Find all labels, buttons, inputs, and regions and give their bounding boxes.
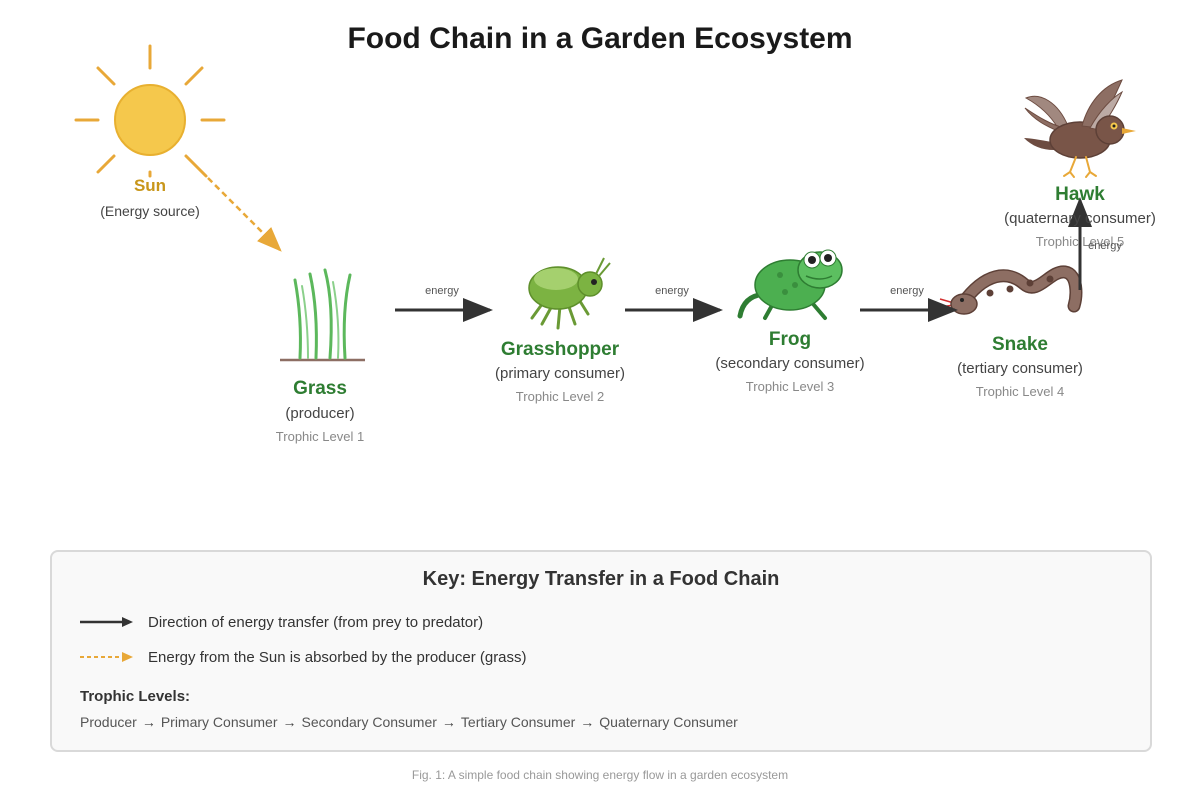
sun-icon [74,44,226,178]
energy-label-1: energy [425,285,459,297]
trophic-separator: → [282,714,297,730]
energy-label-3: energy [890,285,924,297]
key-title: Key: Energy Transfer in a Food Chain [422,568,780,590]
hawk-role: (quaternary consumer) [1004,210,1156,227]
trophic-separator: → [580,714,595,730]
frog-level: Trophic Level 3 [745,379,835,394]
grass-role: (producer) [285,405,355,422]
sun-label: Sun [133,176,167,195]
key-solid-row: Direction of energy transfer (from prey … [80,612,483,632]
grasshopper-icon [528,257,611,330]
hawk-name: Hawk [1055,184,1105,205]
trophic-separator: → [441,714,456,730]
diagram-canvas [74,44,1136,362]
grasshopper-level: Trophic Level 2 [515,389,605,404]
grasshopper-role: (primary consumer) [494,365,626,382]
trophic-level-item: Primary Consumer [160,714,278,730]
hawk-level: Trophic Level 5 [1035,234,1125,249]
trophic-level-item: Quaternary Consumer [599,714,738,730]
trophic-level-item: Tertiary Consumer [460,714,576,730]
frog-name: Frog [768,329,812,350]
sun-energy-arrow [207,177,282,252]
key-solid-text: Direction of energy transfer (from prey … [148,613,484,631]
key-panel: Key: Energy Transfer in a Food Chain Dir… [50,550,1152,752]
key-dashed-row: Energy from the Sun is absorbed by the p… [80,647,527,667]
grass-level: Trophic Level 1 [275,429,365,444]
grass-name: Grass [293,378,347,399]
grass-icon [280,268,365,362]
snake-level: Trophic Level 4 [975,384,1065,399]
trophic-level-item: Secondary Consumer [301,714,437,730]
energy-label-4: energy [1088,240,1122,252]
sun-role: (Energy source) [100,203,200,219]
grasshopper-name: Grasshopper [500,339,620,360]
trophic-levels-sequence: Producer→Primary Consumer→Secondary Cons… [80,714,738,730]
energy-label-2: energy [655,285,689,297]
dashed-arrow-icon [80,652,133,662]
snake-role: (tertiary consumer) [957,360,1083,377]
figure-caption: Fig. 1: A simple food chain showing ener… [411,768,789,782]
frog-role: (secondary consumer) [715,355,865,372]
solid-arrow-icon [80,617,133,627]
key-dashed-text: Energy from the Sun is absorbed by the p… [148,648,527,666]
trophic-levels-title: Trophic Levels: [80,688,191,705]
trophic-level-item: Producer [80,714,137,730]
hawk-icon [1024,79,1136,178]
diagram-title: Food Chain in a Garden Ecosystem [347,22,853,55]
frog-icon [737,249,843,320]
trophic-separator: → [141,714,156,730]
snake-icon [939,265,1083,315]
snake-name: Snake [992,334,1048,355]
